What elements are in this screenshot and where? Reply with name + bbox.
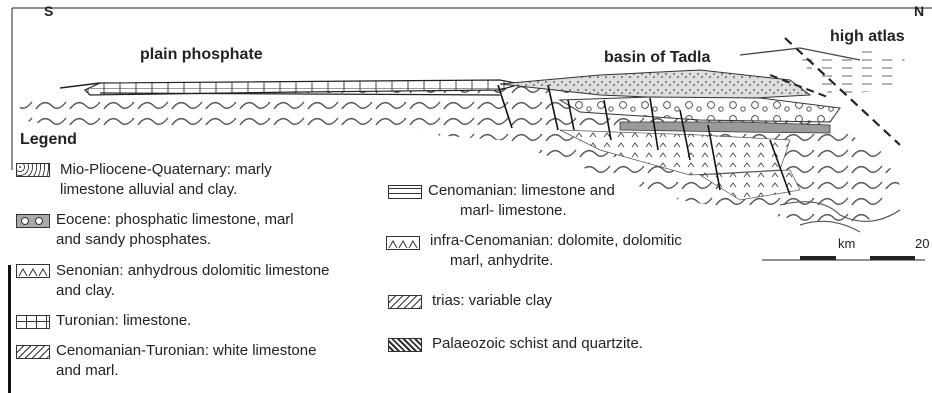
- legend-swatch-palaeozoic: [388, 338, 422, 352]
- legend-swatch-mio-pliocene: [16, 163, 50, 177]
- region-label-basin: basin of Tadla: [604, 49, 710, 67]
- legend-swatch-infra-cenomanian: [386, 236, 420, 250]
- scale-max-label: 20: [915, 236, 929, 251]
- scale-unit-label: km: [838, 236, 855, 251]
- region-label-plain: plain phosphate: [140, 46, 263, 64]
- legend-title: Legend: [20, 131, 77, 149]
- south-label: S: [44, 3, 53, 19]
- legend-swatch-turonian: [16, 315, 50, 329]
- legend-swatch-cenomanian-turonian: [16, 345, 50, 359]
- north-label: N: [914, 3, 924, 19]
- legend-item-turonian: Turonian: limestone.: [56, 311, 191, 331]
- legend-item-trias: trias: variable clay: [432, 291, 552, 311]
- region-label-atlas: high atlas: [830, 28, 905, 46]
- scale-bar: [762, 256, 925, 260]
- legend-swatch-trias: [388, 295, 422, 309]
- legend-swatch-senonian: [16, 264, 50, 278]
- legend-item-palaeozoic: Palaeozoic schist and quartzite.: [432, 334, 643, 354]
- legend-swatch-eocene: [16, 214, 50, 228]
- legend-swatch-cenomanian: [388, 185, 422, 199]
